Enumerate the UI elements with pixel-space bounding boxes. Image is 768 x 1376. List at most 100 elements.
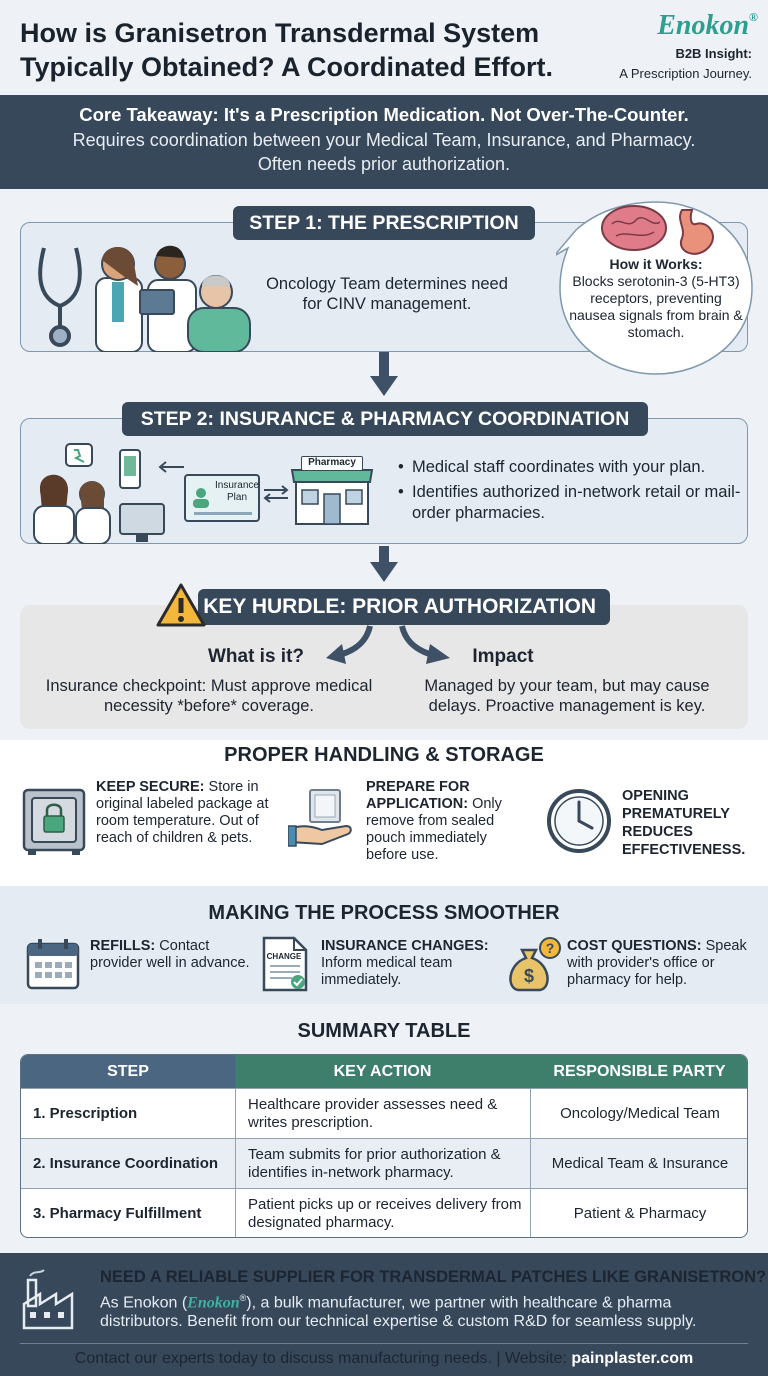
prepare-application-text: PREPARE FOR APPLICATION: Only remove fro… [366, 779, 526, 864]
prepare-heading: PREPARE FOR APPLICATION: [366, 779, 470, 812]
change-label: CHANGE [266, 952, 302, 961]
page-title: How is Granisetron Transdermal System Ty… [20, 18, 554, 82]
pharmacy-icon [290, 469, 374, 525]
step2-bullet: • Identifies authorized in-network retail… [398, 482, 742, 524]
contact-text: Contact our experts today to discuss man… [74, 1350, 567, 1367]
doctors-illustration [38, 245, 251, 352]
svg-text:$: $ [524, 966, 534, 986]
person-icon [193, 488, 209, 508]
stethoscope-icon [38, 247, 82, 347]
calendar-icon [26, 939, 80, 990]
refills-heading: REFILLS: [90, 938, 156, 954]
cost-questions-text: COST QUESTIONS: Speak with provider's of… [567, 938, 757, 989]
core-takeaway-title: Core Takeaway: It's a Prescription Medic… [79, 104, 689, 125]
clock-icon [547, 789, 611, 853]
table-cell-step: 1. Prescription [33, 1105, 138, 1122]
opening-warning-text: OPENING PREMATURELY REDUCES EFFECTIVENES… [622, 788, 746, 858]
insurance-changes-heading: INSURANCE CHANGES: [321, 938, 489, 954]
footer-text: ), a bulk manufacturer, we partner with … [246, 1294, 672, 1312]
table-cell-action: Healthcare provider assesses need & writ… [235, 1089, 530, 1139]
step1-text: Oncology Team determines need for CINV m… [266, 275, 508, 313]
insurance-card-icon: Insurance Plan [184, 474, 260, 522]
split-arrows-icon [326, 625, 450, 664]
safe-lock-icon [22, 788, 86, 855]
core-takeaway-line: Requires coordination between your Medic… [72, 130, 696, 150]
table-header: RESPONSIBLE PARTY [530, 1055, 747, 1088]
how-it-works-title: How it Works: [609, 256, 703, 272]
warning-icon [156, 583, 206, 627]
footer-text: As Enokon ( [100, 1294, 188, 1312]
table-cell-step: 2. Insurance Coordination [33, 1155, 219, 1172]
money-bag-icon: $ ? [509, 937, 561, 992]
change-document-icon [262, 936, 308, 992]
left-arrow-icon [158, 461, 184, 473]
what-is-it-title: What is it? [207, 646, 305, 667]
summary-title: SUMMARY TABLE [297, 1020, 471, 1042]
what-is-it-text: Insurance checkpoint: Must approve medic… [45, 677, 373, 715]
step2-bullet-text: Identifies authorized in-network retail … [412, 483, 741, 522]
stomach-icon [679, 209, 714, 255]
footer-divider [20, 1343, 748, 1344]
footer-title: NEED A RELIABLE SUPPLIER FOR TRANSDERMAL… [100, 1268, 767, 1286]
prepare-body: Only remove from sealed pouch immediatel… [366, 796, 502, 863]
step2-label: STEP 2: INSURANCE & PHARMACY COORDINATIO… [122, 402, 648, 436]
table-cell-party: Medical Team & Insurance [530, 1139, 747, 1189]
brain-icon [601, 205, 667, 251]
header-subtitle: A Prescription Journey. [619, 66, 752, 81]
website-link[interactable]: painplaster.com [571, 1350, 694, 1367]
table-row: 3. Pharmacy Fulfillment Patient picks up… [21, 1188, 747, 1237]
table-cell-party: Patient & Pharmacy [530, 1189, 747, 1237]
footer-banner [0, 1253, 768, 1376]
table-header: KEY ACTION [235, 1055, 530, 1088]
handling-section [0, 740, 768, 886]
staff-phone-illustration [33, 443, 165, 544]
smoother-section [0, 886, 768, 1004]
insurance-changes-text: INSURANCE CHANGES: Inform medical team i… [321, 938, 501, 989]
double-arrow-icon [263, 485, 289, 503]
svg-text:?: ? [546, 940, 555, 956]
factory-icon [22, 1269, 74, 1330]
footer-line: As Enokon (Enokon®), a bulk manufacturer… [100, 1293, 760, 1312]
bullet-dot: • [398, 458, 404, 476]
footer-brand: Enokon [187, 1294, 240, 1312]
summary-table: STEP KEY ACTION RESPONSIBLE PARTY 1. Pre… [20, 1054, 748, 1238]
step2-bullet: • Medical staff coordinates with your pla… [398, 457, 742, 478]
refills-text: REFILLS: Contact provider well in advanc… [90, 938, 250, 972]
table-cell-step: 3. Pharmacy Fulfillment [33, 1205, 202, 1222]
brand-registered-mark: ® [749, 10, 758, 24]
impact-text: Managed by your team, but may cause dela… [424, 677, 710, 715]
refills-body: Contact provider well in advance. [90, 938, 250, 971]
table-row: 1. Prescription Healthcare provider asse… [21, 1088, 747, 1139]
table-cell-party: Oncology/Medical Team [530, 1089, 747, 1139]
how-it-works-bubble [556, 201, 753, 375]
keep-secure-body: Store in original labeled package at roo… [96, 779, 269, 846]
table-cell-action: Team submits for prior authorization & i… [235, 1139, 530, 1189]
down-arrow-icon [370, 546, 398, 582]
prior-authorization-panel [20, 605, 748, 729]
step1-label: STEP 1: THE PRESCRIPTION [233, 206, 535, 240]
table-row: 2. Insurance Coordination Team submits f… [21, 1138, 747, 1189]
impact-title: Impact [472, 646, 534, 667]
brand-name: Enokon [657, 10, 750, 41]
bullet-dot: • [398, 483, 404, 501]
pharmacy-sign: Pharmacy [301, 456, 363, 471]
step2-bullet-text: Medical staff coordinates with your plan… [412, 458, 706, 476]
handling-title: PROPER HANDLING & STORAGE [224, 744, 544, 766]
core-takeaway-banner: Core Takeaway: It's a Prescription Medic… [0, 95, 768, 189]
footer-contact: Contact our experts today to discuss man… [0, 1350, 768, 1368]
hand-pouch-icon [288, 789, 352, 847]
keep-secure-heading: KEEP SECURE: [96, 779, 205, 795]
table-header: STEP [21, 1055, 235, 1088]
table-cell-action: Patient picks up or receives delivery fr… [235, 1189, 530, 1237]
brand-logo: Enokon® [657, 10, 758, 42]
card-line [194, 512, 252, 515]
footer-line: distributors. Benefit from our technical… [100, 1313, 697, 1330]
smoother-title: MAKING THE PROCESS SMOOTHER [208, 902, 560, 924]
insurance-card-label: Insurance Plan [215, 480, 259, 503]
cost-questions-body: Speak with provider's office or pharmacy… [567, 938, 747, 988]
key-hurdle-label: KEY HURDLE: PRIOR AUTHORIZATION [198, 589, 610, 625]
keep-secure-text: KEEP SECURE: Store in original labeled p… [96, 779, 286, 847]
how-it-works-text: Blocks serotonin-3 (5-HT3) receptors, pr… [569, 273, 743, 340]
b2b-label: B2B Insight: [675, 46, 752, 61]
core-takeaway-line: Often needs prior authorization. [257, 154, 511, 174]
